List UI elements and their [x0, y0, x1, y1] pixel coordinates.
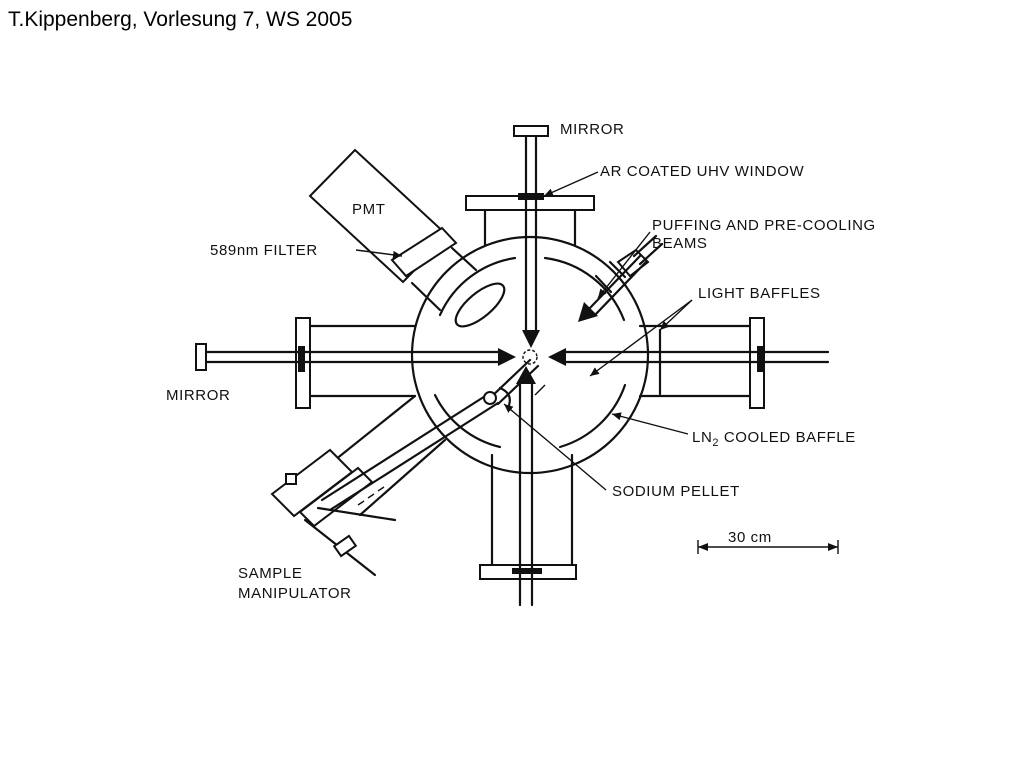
ln2-baffle-arc-upper-right [543, 256, 626, 322]
ln2-baffle-arc-upper [438, 256, 517, 317]
label-sodium-pellet: SODIUM PELLET [612, 483, 740, 500]
ln2-baffle-arc-lower-right [558, 383, 627, 449]
label-ln2-sub: 2 [712, 437, 719, 449]
label-scale: 30 cm [728, 529, 772, 546]
sample-manipulator [270, 358, 540, 577]
label-mirror-left: MIRROR [166, 387, 230, 404]
pmt-arm [308, 148, 506, 328]
label-ar-window: AR COATED UHV WINDOW [600, 163, 804, 180]
top-window [518, 193, 544, 200]
collection-lens [454, 282, 506, 328]
label-mirror-top: MIRROR [560, 121, 624, 138]
label-sample-2: MANIPULATOR [238, 585, 352, 602]
top-mirror [513, 125, 549, 137]
chamber-body [410, 235, 650, 475]
label-puffing-1: PUFFING AND PRE-COOLING [652, 217, 876, 234]
label-sample-1: SAMPLE [238, 565, 302, 582]
label-filter: 589nm FILTER [210, 242, 318, 259]
ln2-baffle-arc-lower [433, 393, 502, 449]
label-ln2-pre: LN [692, 429, 712, 446]
trap-centre [522, 349, 538, 365]
chamber-outer-wall [410, 235, 650, 475]
filter-flange [390, 226, 458, 278]
left-port [195, 317, 516, 409]
sodium-pellet [483, 391, 497, 405]
label-light-baffles: LIGHT BAFFLES [698, 285, 821, 302]
label-puffing-2: BEAMS [652, 235, 708, 252]
scale-bar [697, 540, 839, 554]
left-mirror [195, 343, 207, 371]
label-ln2-post: COOLED BAFFLE [719, 429, 856, 446]
top-port [465, 125, 595, 348]
page-header: T.Kippenberg, Vorlesung 7, WS 2005 [8, 8, 353, 31]
puffing-port [578, 234, 664, 322]
label-ln2-baffle: LN2 COOLED BAFFLE [692, 429, 856, 449]
label-pmt: PMT [352, 201, 385, 218]
leader-lines [355, 171, 693, 491]
right-port [548, 317, 830, 409]
